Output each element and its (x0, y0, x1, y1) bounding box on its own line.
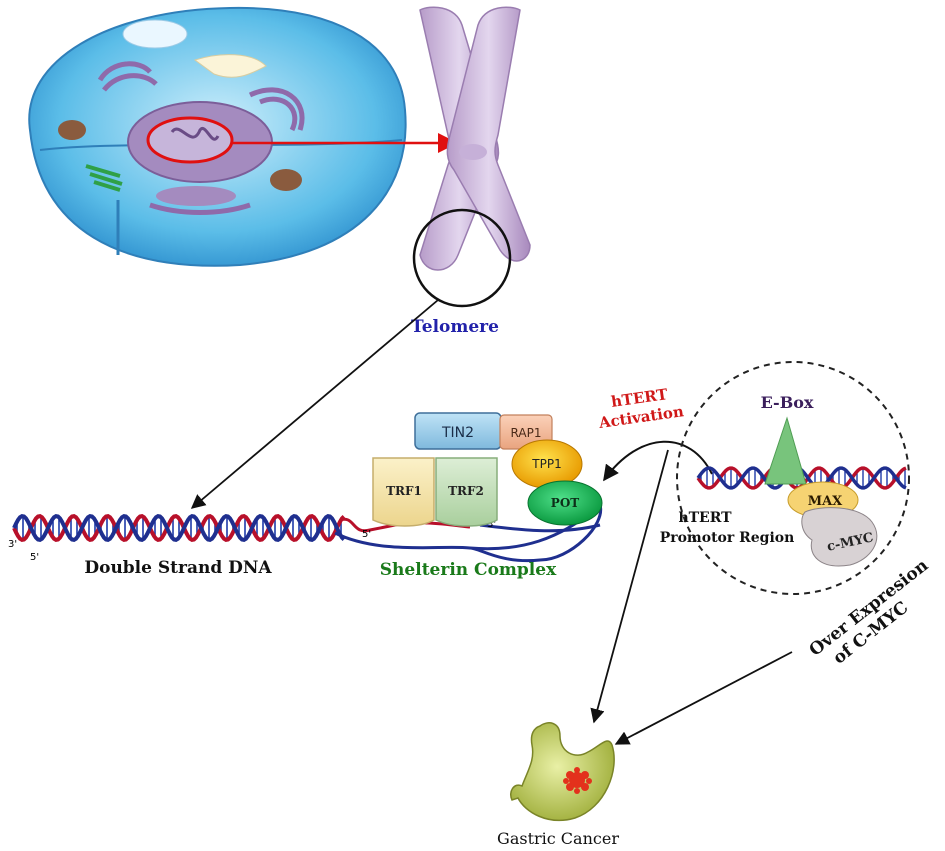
centriole (85, 164, 123, 192)
gastric-cancer-label: Gastric Cancer (497, 829, 619, 848)
golgi-apparatus (97, 61, 305, 132)
cmyc-shape (801, 507, 878, 567)
cell-illustration (28, 6, 407, 267)
cell-vesicle (122, 19, 188, 49)
cmyc-to-cancer-arrow (614, 651, 793, 745)
htert-promotor-label-2: Promotor Region (660, 530, 795, 546)
pot-oval (527, 480, 603, 526)
trf1-label: TRF1 (386, 484, 422, 498)
chromatin (170, 126, 220, 141)
telomere-circle (412, 208, 512, 308)
activation-to-cancer-arrow (590, 449, 669, 724)
double-strand-dna-label: Double Strand DNA (84, 558, 272, 578)
stomach (510, 722, 615, 822)
shelterin-complex-label: Shelterin Complex (380, 560, 557, 580)
mitochondrion-left (58, 120, 86, 140)
rap1-label: RAP1 (511, 426, 542, 440)
htert-promotor-label-1: hTERT (678, 510, 732, 526)
pot-label: POT (551, 496, 579, 510)
ebox-label: E-Box (761, 393, 814, 412)
strand-5-mid: 5' (362, 529, 371, 540)
promotor-to-shelterin-arrow (603, 440, 713, 482)
strand-5-left: 5' (30, 552, 39, 563)
stomach-illustration (510, 722, 615, 822)
tumor (563, 767, 592, 794)
max-label: MAX (808, 494, 843, 509)
dna-helix (12, 513, 346, 543)
tpp1-label: TPP1 (531, 457, 561, 471)
trf2-box (435, 457, 498, 527)
er-fragment (156, 186, 236, 206)
trf2-label: TRF2 (448, 484, 484, 498)
tin2-label: TIN2 (441, 425, 474, 441)
cell-vacuole (193, 54, 267, 78)
trf1-box (372, 457, 435, 527)
telomere-label: Telomere (411, 317, 499, 337)
chromosome (419, 6, 531, 271)
telomere-to-dna-arrow (190, 299, 439, 509)
strand-3-left: 3' (8, 539, 17, 550)
ebox-triangle (764, 416, 807, 485)
nucleus-highlight (146, 116, 234, 164)
strand-3-mid: 3' (487, 519, 496, 530)
mitochondrion-right (270, 169, 302, 191)
ebox-circle (676, 361, 910, 595)
shelterin-complex: TIN2 RAP1 TRF1 TRF2 TPP1 POT (372, 412, 603, 527)
